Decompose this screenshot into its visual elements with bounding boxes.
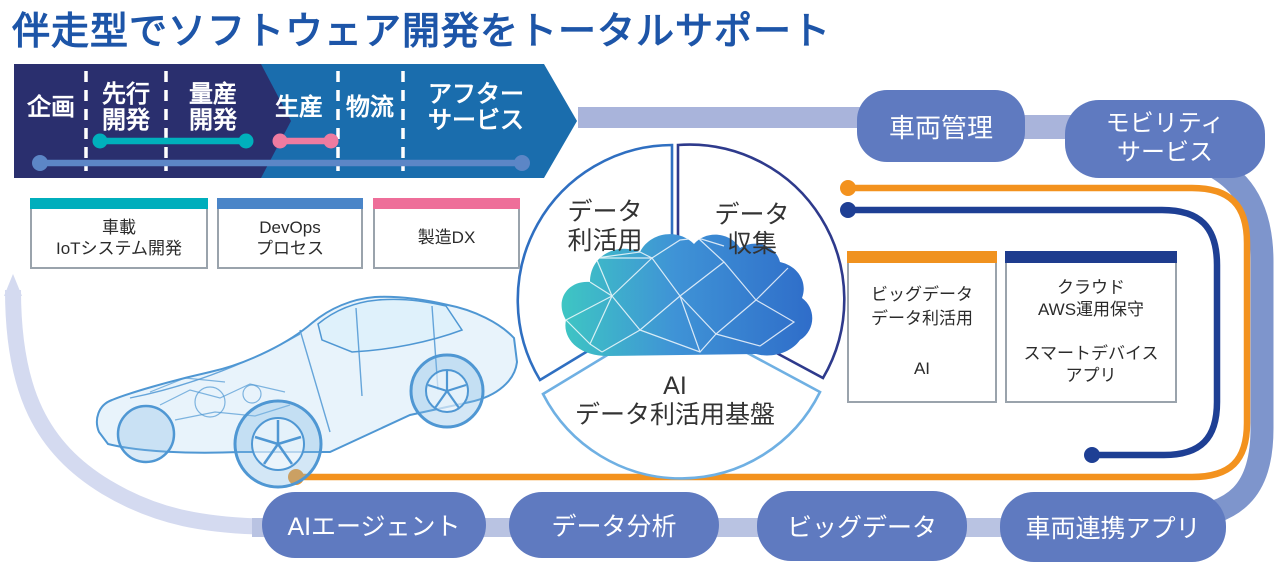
stage-advanced-development: 先行 開発 (102, 81, 150, 134)
box-iot-label: 車載 IoTシステム開発 (55, 217, 183, 258)
stage-separators (84, 71, 405, 171)
rear-wheel (409, 353, 485, 429)
pill-data-analysis: データ分析 (509, 492, 719, 558)
box-mfg-dx-label: 製造DX (417, 228, 476, 248)
stage-production: 生産 (275, 94, 323, 122)
segment-label-data-use: データ 利活用 (567, 198, 643, 255)
stage-logistics: 物流 (346, 94, 394, 122)
segment-label-ai-platform: AI データ利活用基盤 (574, 372, 775, 429)
left-curve-connector (5, 289, 286, 535)
pill-big-data: ビッグデータ (757, 491, 967, 561)
box-cloud-aws: クラウド AWS運用保守 スマートデバイス アプリ (1005, 251, 1177, 403)
process-chevron-development (14, 64, 291, 178)
pill-mobility-service: モビリティ サービス (1065, 100, 1265, 178)
box-bigdata-label: ビッグデータ データ利活用 AI (871, 284, 973, 378)
pill-ai-agent: AIエージェント (262, 492, 486, 558)
box-devops-label: DevOps プロセス (256, 217, 324, 258)
car-illustration (95, 295, 519, 489)
page-title: 伴走型でソフトウェア開発をトータルサポート (12, 11, 832, 53)
box-iot-system-dev: 車載 IoTシステム開発 (30, 198, 208, 269)
full-span-line (32, 155, 530, 171)
navy-connector-line (840, 202, 1221, 463)
stage-mass-production-development: 量産 開発 (189, 81, 237, 134)
dev-span-line (92, 133, 254, 149)
stage-planning: 企画 (27, 94, 75, 122)
pill-vehicle-management: 車両管理 (857, 90, 1025, 162)
box-bigdata-ai: ビッグデータ データ利活用 AI (847, 251, 997, 403)
box-devops-process: DevOps プロセス (217, 198, 363, 269)
top-pill-band (578, 107, 878, 128)
process-chevron-production (252, 64, 577, 178)
production-span-line (272, 133, 339, 149)
box-mfg-dx-color-bar (373, 198, 520, 209)
box-cloud-color-bar (1005, 251, 1177, 263)
box-manufacturing-dx: 製造DX (373, 198, 520, 269)
stage-after-service: アフター サービス (428, 81, 524, 134)
front-wheel (233, 399, 323, 489)
box-devops-color-bar (217, 198, 363, 209)
box-cloud-label: クラウド AWS運用保守 スマートデバイス アプリ (1023, 277, 1159, 386)
box-bigdata-color-bar (847, 251, 997, 263)
box-iot-color-bar (30, 198, 208, 209)
pill-vehicle-linked-app: 車両連携アプリ (1000, 492, 1226, 562)
cloud-icon (561, 234, 813, 356)
process-chevron-band (14, 64, 577, 178)
segment-label-data-collect: データ 収集 (714, 201, 790, 258)
